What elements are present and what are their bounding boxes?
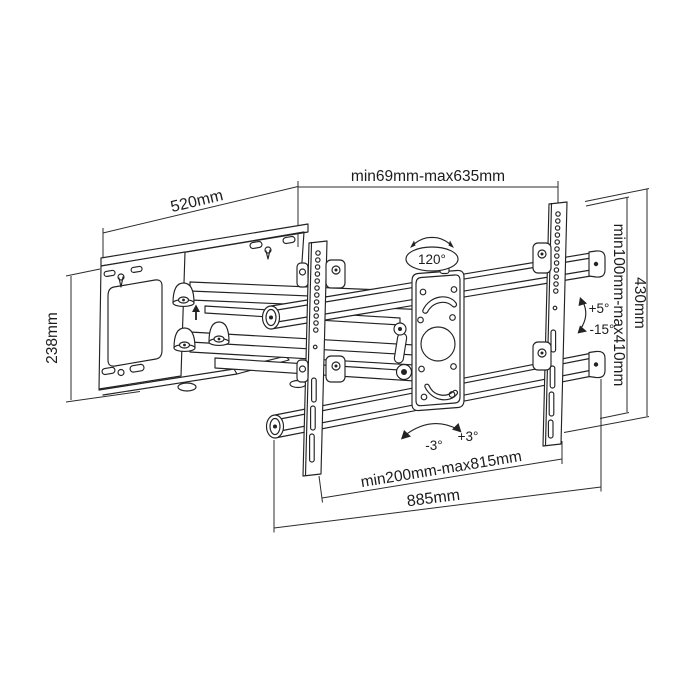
left-rail-slots [309, 377, 317, 463]
right-tv-rail [532, 201, 568, 447]
label-wall-plate-width: 520mm [169, 187, 225, 216]
wall-plate [98, 223, 309, 396]
label-crossbar-width: 885mm [406, 487, 461, 511]
level-angle-annotation [401, 423, 462, 440]
dimension-lines [65, 181, 650, 533]
label-vesa-vertical: min100mm-max410mm [610, 224, 627, 387]
label-level-left: -3° [425, 438, 442, 453]
label-tilt-up: +5° [589, 301, 610, 316]
locking-knob [395, 363, 413, 381]
left-rail-holes [312, 250, 321, 350]
arm-pivot-covers [172, 282, 230, 352]
label-rail-height: 430mm [631, 277, 648, 329]
label-arm-extension: min69mm-max635mm [351, 168, 505, 185]
right-rail-holes [552, 211, 561, 311]
left-tv-rail [296, 240, 346, 477]
tube-end-caps [588, 250, 606, 379]
tilt-angle-annotation [577, 297, 587, 334]
tilt-lever [393, 322, 408, 364]
right-rail-slots [547, 329, 557, 439]
vesa-plate [411, 265, 465, 412]
label-level-right: +3° [458, 429, 479, 444]
label-tilt-down: -15° [590, 322, 615, 337]
label-swivel-angle: 120° [418, 252, 446, 267]
up-arrow-icon [192, 304, 200, 320]
swivel-angle-annotation [405, 236, 459, 272]
label-wall-plate-height: 238mm [44, 312, 61, 364]
